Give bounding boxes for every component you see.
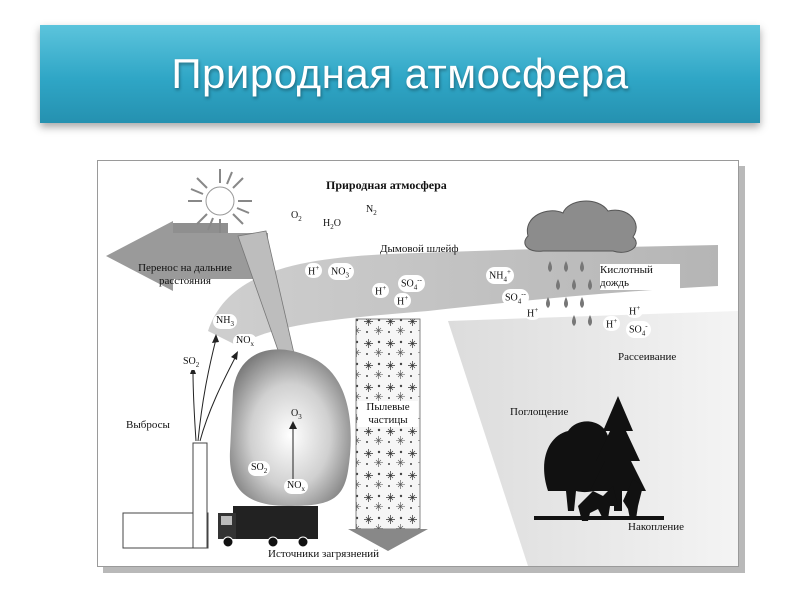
chem-plume-so4: SO4-- — [398, 275, 425, 293]
chem-rain-h: H+ — [626, 303, 644, 319]
smoke-plume-label: Дымовой шлейф — [380, 243, 459, 255]
emissions-label: Выбросы — [126, 419, 170, 431]
dust-particles-label: Пылевые частицы — [358, 401, 418, 427]
chem-rain-so4: SO4- — [626, 321, 651, 339]
chem-plume-h4: H+ — [524, 305, 542, 321]
chem-plume-no3: NO3- — [328, 263, 355, 281]
sun-icon — [188, 169, 252, 233]
chem-emission-nh3: NH3 — [213, 314, 237, 329]
chem-source-so2: SO2 — [248, 461, 271, 476]
chem-source-nox: NOx — [284, 479, 308, 494]
dust-arrow-head — [348, 529, 428, 551]
forest-silhouette — [534, 396, 664, 521]
chem-rain-h2: H+ — [603, 316, 621, 332]
absorption-label: Поглощение — [510, 406, 569, 418]
transport-arrow-head — [106, 221, 268, 291]
pollution-diagram: Природная атмосфера Перенос на дальние р… — [97, 160, 739, 567]
accumulation-label: Накопление — [628, 521, 685, 533]
transport-label: Перенос на дальние расстояния — [138, 262, 232, 287]
slide-title: Природная атмосфера — [171, 50, 629, 97]
chem-o2: O2 — [288, 209, 305, 224]
chem-emission-so2: SO2 — [180, 355, 203, 370]
diagram-title: Природная атмосфера — [326, 178, 447, 192]
chem-emission-nox: NOx — [233, 334, 257, 349]
chem-plume-so4b: SO4-- — [502, 289, 529, 307]
chem-h2o: H2O — [320, 217, 344, 232]
title-banner: Природная атмосфера — [40, 25, 760, 123]
chem-plume-h2: H+ — [372, 283, 390, 299]
chem-source-o3: O3 — [291, 408, 302, 421]
chem-plume-h3: H+ — [394, 293, 412, 309]
rain-cloud-icon — [524, 200, 637, 326]
chem-plume-h: H+ — [305, 263, 323, 279]
chem-n2: N2 — [363, 203, 380, 218]
pollution-sources-label: Источники загрязнений — [268, 548, 380, 560]
chem-plume-nh4: NH4+ — [486, 267, 514, 285]
truck-icon — [218, 506, 318, 548]
factory-icon — [122, 442, 209, 549]
dispersion-label: Рассеивание — [618, 351, 677, 363]
acid-rain-label: Кислотный дождь — [600, 264, 680, 290]
